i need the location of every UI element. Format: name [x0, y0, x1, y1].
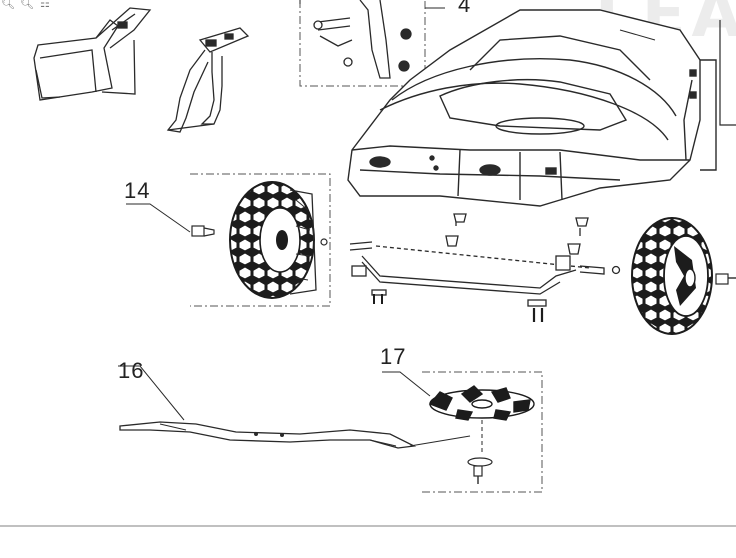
- handle-assembly: [166, 27, 250, 133]
- rear-wheel: [631, 217, 736, 335]
- fan-adapter-box: [382, 371, 543, 493]
- part-label-14: 14: [124, 178, 151, 203]
- mower-deck: [347, 9, 717, 207]
- part-label-16: 16: [118, 358, 145, 383]
- zoom-out-icon[interactable]: 🔍︎: [1, 0, 15, 10]
- grass-bag-side: [33, 7, 152, 101]
- zoom-in-icon[interactable]: 🔍︎: [20, 0, 34, 10]
- axle-assembly: [349, 213, 621, 322]
- fit-page-icon[interactable]: ☷: [40, 0, 50, 10]
- part-label-4: 4: [458, 0, 472, 17]
- part-label-17: 17: [380, 344, 407, 369]
- front-wheel-box: [126, 173, 331, 307]
- handle-bracket-box: [299, 0, 426, 87]
- blade-part: [118, 365, 471, 449]
